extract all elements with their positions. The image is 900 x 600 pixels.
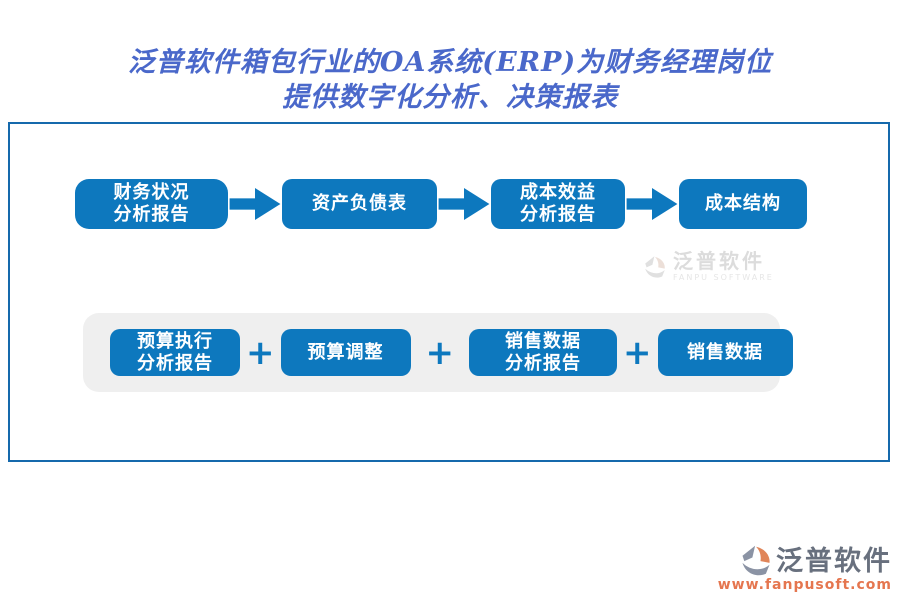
- sum-box-budget-execution-report: 预算执行 分析报告: [110, 329, 240, 376]
- flow-box-cost-benefit-report: 成本效益 分析报告: [491, 179, 625, 229]
- box-label-line: 分析报告: [520, 204, 596, 225]
- flow-row: 财务状况 分析报告 资产负债表 成本效益 分析报告 成本结构: [75, 179, 807, 229]
- arrow-right-icon: [626, 188, 678, 220]
- sum-box-sales-data-report: 销售数据 分析报告: [469, 329, 617, 376]
- sum-box-budget-adjustment: 预算调整: [280, 329, 411, 376]
- plus-icon: +: [246, 332, 275, 373]
- flow-box-financial-status-report: 财务状况 分析报告: [75, 179, 228, 229]
- footer-brand-name: 泛普软件: [776, 546, 892, 577]
- box-label-line: 分析报告: [505, 352, 581, 374]
- box-label-line: 成本效益: [520, 182, 596, 203]
- title-line-2: 提供数字化分析、决策报表: [282, 81, 618, 113]
- plus-icon: +: [425, 332, 455, 373]
- flow-box-balance-sheet: 资产负债表: [282, 179, 437, 229]
- watermark-brand: 泛普软件: [673, 249, 765, 273]
- arrow-right-icon: [438, 188, 490, 220]
- diagram-border: [8, 122, 890, 462]
- fanpu-logo-icon: [742, 545, 770, 576]
- arrow-right-icon: [229, 188, 281, 220]
- box-label-line: 预算调整: [307, 341, 384, 363]
- fanpu-logo-icon: [645, 256, 665, 278]
- page-title: 泛普软件箱包行业的OA系统(ERP)为财务经理岗位 提供数字化分析、决策报表: [0, 46, 900, 115]
- footer-logo-top: 泛普软件: [738, 544, 892, 580]
- flow-box-cost-structure: 成本结构: [679, 179, 807, 229]
- watermark-text: 泛普软件 FANPU SOFTWARE: [673, 249, 774, 283]
- box-label-line: 财务状况: [113, 182, 190, 203]
- footer-url: www.fanpusoft.com: [717, 577, 892, 593]
- sum-row: 预算执行 分析报告 + 预算调整 + 销售数据 分析报告 + 销售数据: [83, 313, 793, 392]
- box-label-line: 分析报告: [137, 352, 213, 374]
- box-label-line: 资产负债表: [312, 193, 407, 214]
- box-label-line: 成本结构: [705, 193, 781, 214]
- box-label-line: 销售数据: [687, 341, 763, 363]
- footer-logo: 泛普软件 www.fanpusoft.com: [718, 544, 892, 593]
- sum-box-sales-data: 销售数据: [657, 329, 793, 376]
- title-line-1: 泛普软件箱包行业的OA系统(ERP)为财务经理岗位: [127, 47, 773, 78]
- box-label-line: 分析报告: [113, 204, 190, 225]
- box-label-line: 预算执行: [137, 330, 213, 352]
- watermark-subtitle: FANPU SOFTWARE: [673, 273, 774, 282]
- plus-icon: +: [623, 332, 652, 373]
- box-label-line: 销售数据: [505, 330, 581, 352]
- watermark-logo: 泛普软件 FANPU SOFTWARE: [642, 249, 774, 284]
